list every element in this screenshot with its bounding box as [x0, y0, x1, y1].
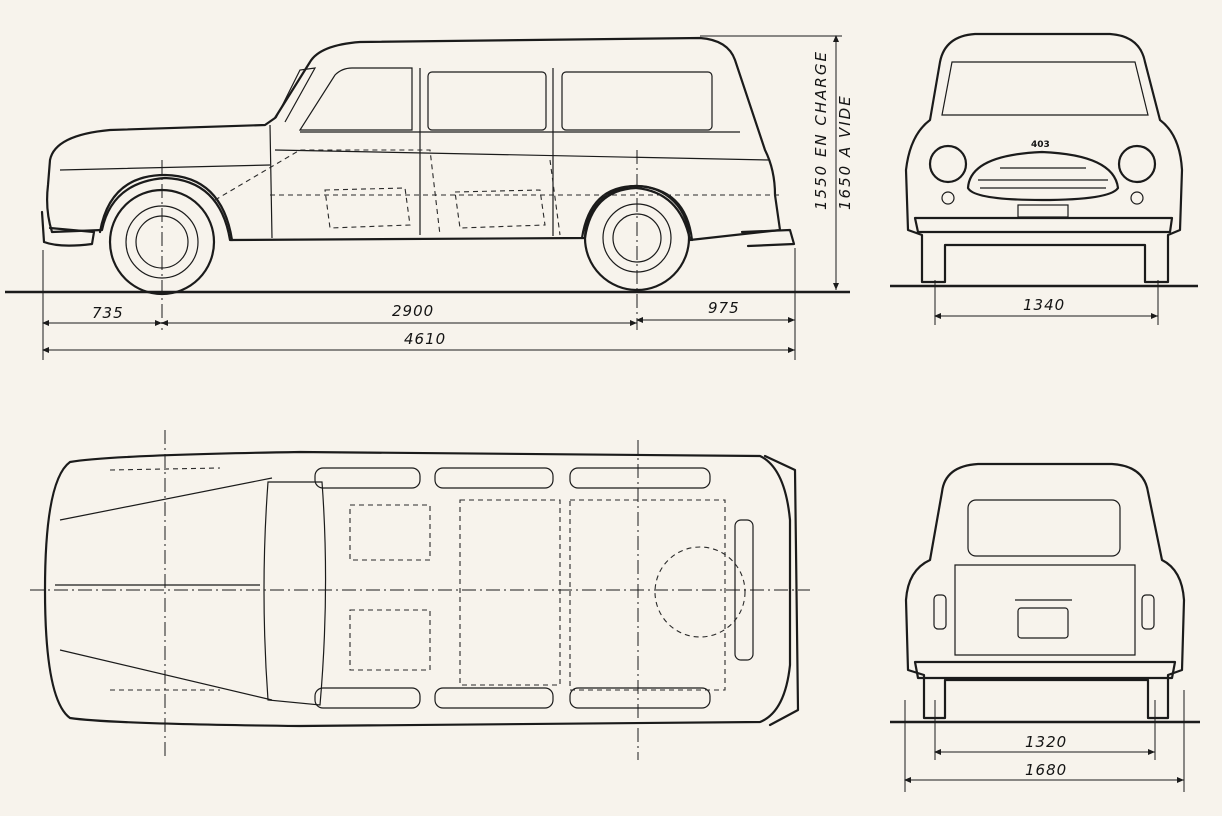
front-badge: 403: [1031, 140, 1050, 150]
dim-front-track: 1340: [1023, 296, 1065, 314]
dim-rear-track: 1320: [1025, 733, 1067, 751]
dim-overall-width: 1680: [1025, 761, 1067, 779]
side-view: [5, 35, 850, 360]
rear-view: [890, 462, 1200, 792]
dim-rear-overhang: 975: [708, 299, 740, 317]
dim-front-overhang: 735: [92, 304, 124, 322]
front-view: 403: [890, 32, 1198, 325]
dim-wheelbase: 2900: [392, 302, 434, 320]
dim-overall-length: 4610: [404, 330, 446, 348]
top-view: [30, 430, 810, 760]
dim-height-empty: 1650 A VIDE: [836, 94, 854, 210]
dim-height-loaded: 1550 EN CHARGE: [812, 50, 830, 210]
